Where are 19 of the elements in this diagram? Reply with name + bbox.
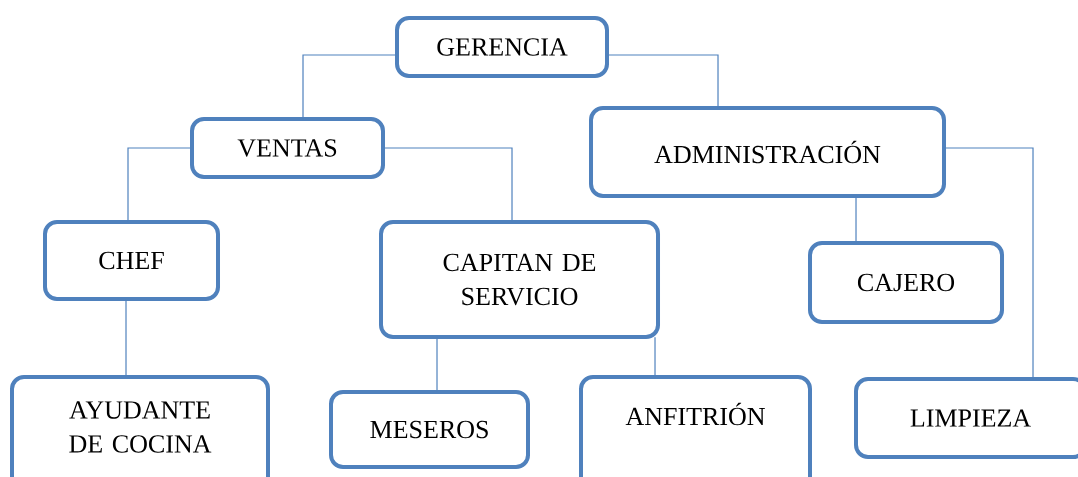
connector-line	[436, 336, 438, 393]
org-box: CHEF	[43, 220, 220, 301]
org-box: ANFITRIÓN	[579, 375, 812, 477]
connector-line	[127, 147, 193, 223]
org-box: VENTAS	[190, 117, 385, 179]
org-box: ADMINISTRACIÓN	[589, 106, 946, 198]
org-box: LIMPIEZA	[854, 377, 1078, 459]
connector-line	[855, 195, 857, 244]
connector-line	[125, 298, 127, 378]
org-box: AYUDANTE DE COCINA	[10, 375, 270, 477]
connector-line	[943, 147, 1034, 380]
connector-line	[606, 54, 719, 109]
connector-line	[382, 147, 513, 223]
connector-line	[654, 336, 656, 378]
org-box: CAJERO	[808, 241, 1004, 324]
org-box: MESEROS	[329, 390, 530, 469]
org-box: CAPITAN DE SERVICIO	[379, 220, 660, 339]
org-box: GERENCIA	[395, 16, 609, 78]
connector-line	[302, 54, 398, 120]
